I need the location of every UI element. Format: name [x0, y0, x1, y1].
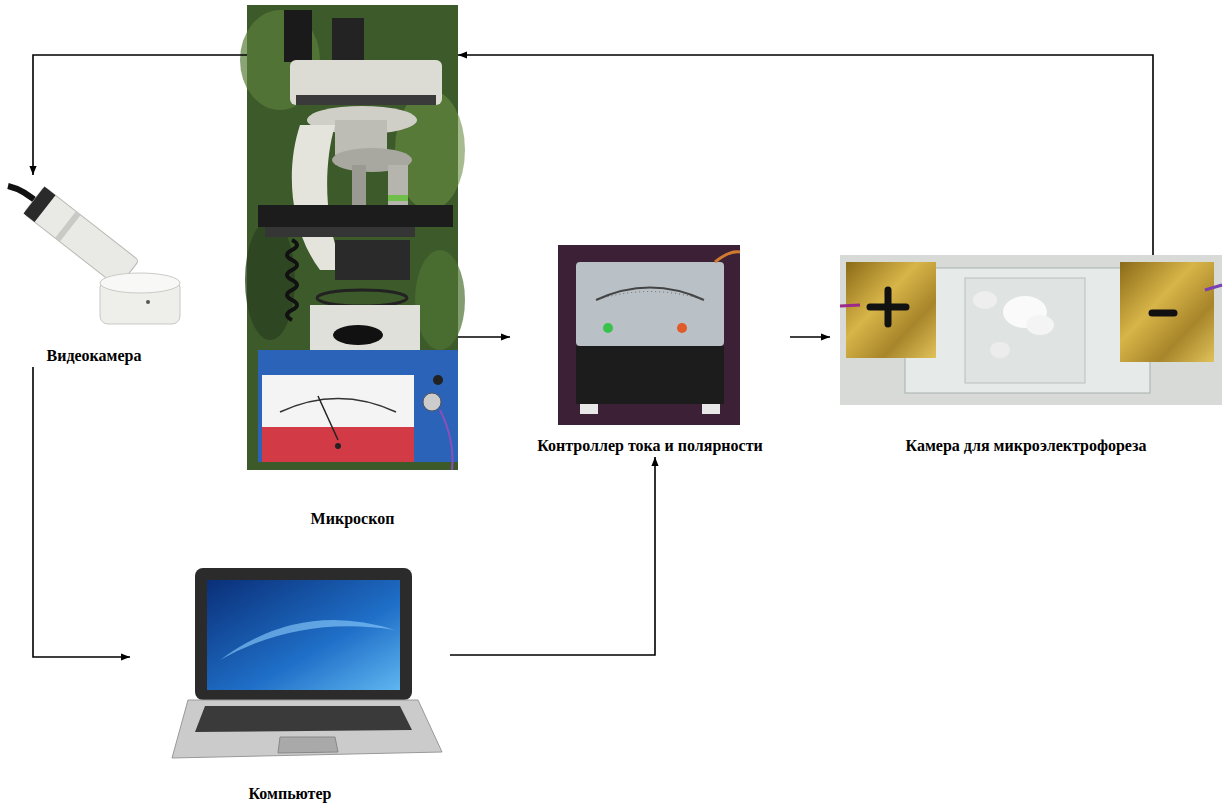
camera-screw: [146, 300, 150, 304]
controller-base: [576, 346, 724, 404]
laptop-screen: [207, 580, 400, 690]
objective: [388, 165, 408, 210]
camera-tube: [24, 187, 139, 288]
meter-scale: [280, 399, 396, 413]
meter-lower: [262, 427, 414, 462]
plus-mark: [870, 290, 906, 324]
meter-needle: [318, 396, 338, 440]
flow-arrow: [450, 457, 655, 655]
foot: [702, 404, 720, 414]
camera-band: [55, 211, 81, 241]
wire: [1205, 285, 1222, 290]
green-led: [603, 323, 613, 333]
condenser-ring: [317, 290, 407, 306]
wire: [440, 410, 453, 470]
node-label: Микроскоп: [309, 509, 397, 530]
meter-pivot: [335, 443, 341, 449]
photo-ground: [558, 245, 740, 425]
red-led: [677, 323, 687, 333]
clear-tray: [905, 268, 1150, 393]
sample-spot: [973, 291, 997, 309]
objective: [352, 165, 366, 205]
flow-arrow: [33, 367, 130, 657]
flow-arrow: [33, 55, 247, 175]
chamber-photo: [840, 255, 1222, 405]
node-label: Компьютер: [247, 784, 334, 805]
laptop-picture: [172, 568, 442, 758]
microscope-head: [290, 60, 442, 105]
eyepiece: [284, 10, 312, 62]
condenser: [335, 240, 410, 280]
laptop-base: [172, 700, 442, 758]
microscope-stage: [258, 205, 453, 227]
objective-ring: [388, 195, 408, 201]
flow-arrow: [458, 336, 510, 338]
camera-ring: [24, 187, 56, 222]
eyepiece: [332, 18, 364, 66]
photo-node: Компьютер: [130, 565, 450, 805]
microscope-photo: [240, 5, 465, 470]
touchpad: [278, 737, 338, 753]
microscope-base: [310, 305, 420, 350]
microscope-head-band: [296, 95, 436, 105]
meter-face: [262, 375, 414, 427]
photo-ground: [840, 255, 1222, 405]
wire: [715, 252, 740, 262]
wire: [840, 305, 860, 306]
anode-block: [846, 262, 936, 358]
foliage: [415, 250, 465, 350]
minus-mark: [1152, 310, 1174, 317]
scale-ticks: [596, 292, 704, 301]
photo-node: Камера для микроэлектрофореза: [830, 255, 1222, 457]
screen-swirl: [220, 620, 395, 660]
keyboard: [195, 706, 412, 732]
laptop-lid: [195, 568, 412, 700]
camera-mount-top: [100, 273, 180, 293]
flow-arrow: [790, 336, 830, 338]
foliage: [245, 220, 295, 340]
knob: [433, 375, 443, 385]
knob: [423, 393, 441, 411]
photo-node: Микроскоп: [247, 5, 458, 530]
photo-node: Видеокамера: [5, 175, 183, 367]
videocamera-photo: [8, 186, 180, 324]
coiled-cable: [287, 240, 297, 320]
sample-spot: [1026, 315, 1054, 335]
well: [965, 278, 1085, 383]
node-label: Видеокамера: [45, 346, 144, 367]
clear-case: [576, 262, 724, 346]
cathode-block: [1120, 262, 1214, 362]
lamp: [333, 325, 383, 345]
flow-arrow: [458, 55, 1153, 255]
node-label: Контроллер тока и полярности: [535, 436, 765, 457]
scale-arc: [596, 288, 704, 301]
node-label: Камера для микроэлектрофореза: [904, 436, 1149, 457]
foot: [580, 404, 598, 414]
controller-photo: [558, 245, 740, 425]
photo-node: Контроллер тока и полярности: [510, 245, 790, 457]
stage-rail: [265, 227, 415, 237]
power-box: [258, 350, 458, 462]
sample-spot: [990, 342, 1010, 358]
